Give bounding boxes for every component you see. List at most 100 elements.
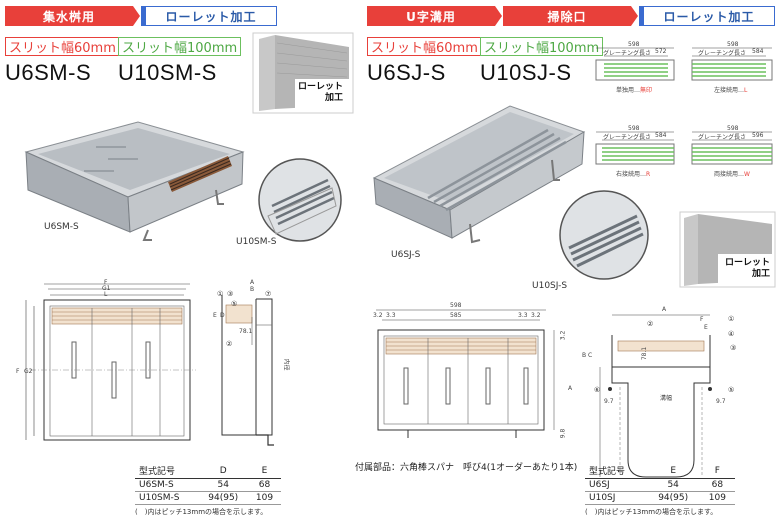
table-cell: 68 (248, 478, 281, 492)
dim-97-left: 9.7 (604, 398, 614, 405)
dim-a-left: A (250, 279, 255, 286)
table-cell: 94(95) (646, 491, 700, 505)
variant-2-len: 584 (752, 48, 764, 55)
photo-label-u10sm-s: U10SM-S (236, 237, 277, 247)
callout-4-right: ④ (728, 330, 735, 338)
table-row: U10SJ 94(95) 109 (585, 491, 735, 505)
dim-total-598: 598 (450, 302, 462, 309)
variant-2-label: グレーチング長さ (698, 50, 747, 57)
table-cell: 54 (646, 478, 700, 492)
variant-3-label: グレーチング長さ (603, 134, 652, 141)
u6sj-s-product-image (372, 105, 586, 244)
spec-table-right: 型式記号 E F U6SJ 54 68 U10SJ 94(95) 109 (585, 463, 735, 505)
variant-2-caption: 左接続用…L (714, 85, 747, 94)
dim-g1-left: G1 (102, 285, 111, 292)
tag-u-channel: U字溝用 (367, 6, 502, 26)
variant-2-total: 598 (727, 41, 739, 48)
dim-a-vert-right: A (568, 385, 573, 392)
table-cell: 109 (699, 491, 735, 505)
callout-5-left: ⑤ (231, 300, 238, 308)
variant-2-caption-a: 左接続用… (714, 87, 745, 94)
variant-1-total: 598 (628, 41, 640, 48)
variant-1-caption: 単独用…無印 (616, 85, 652, 94)
dim-f-right: F (700, 316, 704, 323)
model-u6sj-s: U6SJ-S (367, 60, 446, 85)
dim-a-right: A (662, 306, 667, 313)
dim-b-right: B (582, 352, 587, 359)
tag-knurl-right: ローレット加工 (639, 6, 775, 26)
variant-1-caption-b: 無印 (640, 87, 653, 94)
table-cell: 68 (699, 478, 735, 492)
variant-3-len: 584 (655, 132, 667, 139)
slit-100-left: スリット幅100mm (118, 37, 242, 56)
u6sj-s-plan-drawing (376, 309, 555, 438)
table-cell: 109 (248, 491, 281, 505)
dim-h1: 3.2 (559, 330, 567, 341)
table-right-header-f: F (699, 463, 735, 479)
callout-5-right: ⑤ (728, 386, 735, 394)
table-row: U6SJ 54 68 (585, 478, 735, 492)
table-left-header-model: 型式記号 (135, 463, 199, 479)
variant-right (595, 131, 675, 165)
model-u10sj-s: U10SJ-S (480, 60, 572, 85)
variant-3-caption-a: 右接続用… (616, 171, 647, 178)
dim-781-right: 78.1 (641, 346, 649, 361)
variant-4-caption-b: W (744, 171, 750, 178)
u6sm-s-section-drawing (221, 295, 274, 446)
dim-inner-585: 585 (450, 312, 462, 319)
variant-single (595, 47, 675, 81)
dim-d-left: D (220, 312, 225, 319)
variant-4-total: 598 (727, 125, 739, 132)
table-cell: U10SM-S (135, 491, 199, 505)
u10sj-s-detail-image (559, 190, 649, 280)
knurl-sample-image-right (679, 211, 776, 288)
dim-p4: 3.2 (531, 312, 541, 319)
variant-3-total: 598 (628, 125, 640, 132)
variant-4-label: グレーチング長さ (698, 134, 747, 141)
dim-g2-left: G2 (24, 368, 33, 375)
dim-f-vert-left: F (16, 368, 20, 375)
table-row: U6SM-S 54 68 (135, 478, 281, 492)
table-cell: 94(95) (198, 491, 249, 505)
dim-p3: 3.3 (518, 312, 528, 319)
dim-channel-width: 溝幅 (660, 395, 673, 402)
variant-1-caption-a: 単独用… (616, 87, 641, 94)
spec-table-left: 型式記号 D E U6SM-S 54 68 U10SM-S 94(95) 109 (135, 463, 281, 505)
knurl-label-right-2: 加工 (752, 269, 771, 279)
dim-e-right: E (704, 324, 708, 331)
dim-p2: 3.3 (386, 312, 396, 319)
variant-3-caption: 右接続用…R (616, 169, 650, 178)
callout-3-left: ③ (227, 290, 234, 298)
knurl-label-left-2: 加工 (325, 93, 344, 103)
slit-60-left: スリット幅60mm (5, 37, 120, 56)
variant-4-caption: 両接続用…W (714, 169, 750, 178)
table-cell: U6SM-S (135, 478, 199, 492)
pitch-note-left: ( )内はピッチ13mmの場合を示します。 (135, 508, 268, 516)
table-cell: U6SJ (585, 478, 647, 492)
model-u10sm-s: U10SM-S (118, 60, 217, 85)
variant-4-len: 596 (752, 132, 764, 139)
dim-p1: 3.2 (373, 312, 383, 319)
tag-cleanout: 掃除口 (503, 6, 638, 26)
callout-2-left: ② (226, 340, 233, 348)
dim-inner-left: 内径 (282, 358, 290, 371)
table-right-header-e: E (646, 463, 700, 479)
table-cell: 54 (198, 478, 249, 492)
slit-60-right: スリット幅60mm (367, 37, 482, 56)
variant-4-caption-a: 両接続用… (714, 171, 745, 178)
callout-1-left: ① (217, 290, 224, 298)
knurl-sample-image-left (252, 32, 354, 114)
callout-3-right: ③ (730, 344, 737, 352)
model-u6sm-s: U6SM-S (5, 60, 92, 85)
u10sm-s-detail-image (258, 158, 342, 242)
variant-2-caption-b: L (744, 87, 748, 94)
tag-knurl-left: ローレット加工 (141, 6, 277, 26)
variant-3-caption-b: R (646, 171, 651, 178)
dim-b-left: B (250, 286, 255, 293)
knurl-label-right-1: ローレット (725, 258, 771, 268)
slit-100-right: スリット幅100mm (480, 37, 604, 56)
accessory-note: 付属部品：六角棒スパナ 呼び4(1オーダーあたり1本) (355, 463, 578, 473)
dim-l-left: L (104, 291, 108, 298)
photo-label-u6sj-s: U6SJ-S (391, 250, 421, 260)
tag-catch-basin: 集水桝用 (5, 6, 140, 26)
